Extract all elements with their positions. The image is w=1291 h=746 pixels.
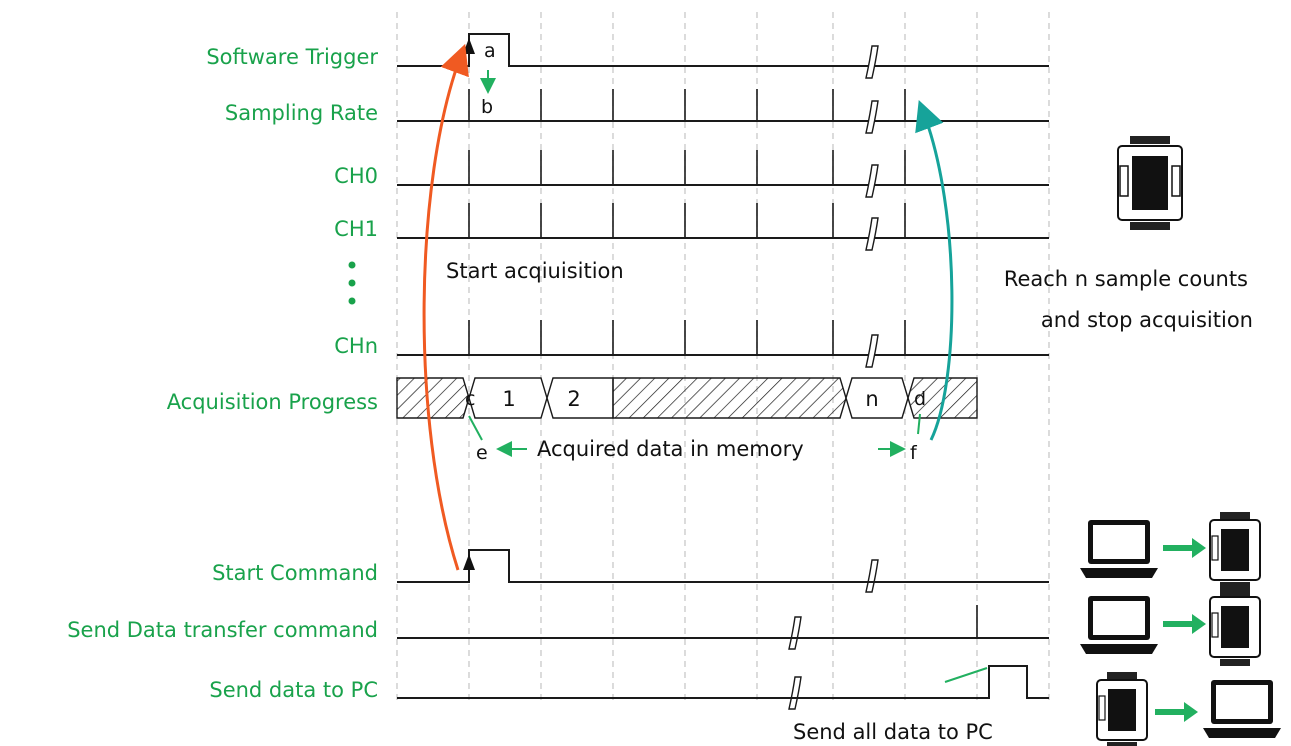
start-edge-arrow-icon — [463, 554, 475, 570]
acquired-data-text: Acquired data in memory — [537, 437, 804, 461]
reach-text-line1: Reach n sample counts — [1004, 267, 1248, 291]
laptop-icon — [1203, 680, 1281, 738]
c-to-e-pointer — [468, 415, 483, 441]
orange-trigger-arrow-icon — [422, 43, 469, 571]
device-icon — [1117, 136, 1183, 230]
acquisition-progress-bus: 1 2 n — [396, 377, 978, 419]
segment-n: n — [865, 387, 878, 411]
label-send-transfer-command: Send Data transfer command — [67, 618, 378, 642]
reach-text-line2: and stop acquisition — [1041, 308, 1253, 332]
pc-to-device-row-2 — [1080, 589, 1261, 666]
signal-labels: Software Trigger Sampling Rate CH0 CH1 C… — [67, 45, 378, 702]
device-icon — [1096, 672, 1148, 746]
start-acquisition-text: Start acqiuisition — [446, 259, 624, 283]
marker-e: e — [476, 442, 488, 464]
marker-d: d — [914, 388, 926, 410]
label-send-data-to-pc: Send data to PC — [209, 678, 378, 702]
device-to-pc-row-3 — [1096, 672, 1281, 746]
send-all-text: Send all data to PC — [793, 720, 993, 744]
green-arrows — [468, 70, 988, 683]
ch1-wave — [397, 203, 1049, 239]
send-data-to-pc-wave — [397, 665, 1049, 699]
segment-1: 1 — [502, 387, 515, 411]
ellipsis-dots — [348, 261, 356, 305]
label-acquisition-progress: Acquisition Progress — [167, 390, 378, 414]
label-ch0: CH0 — [334, 164, 378, 188]
label-software-trigger: Software Trigger — [206, 45, 378, 69]
send-transfer-command-wave — [397, 605, 1049, 639]
time-break-marks-upper — [788, 45, 879, 710]
segment-2: 2 — [567, 387, 580, 411]
teal-stop-arrow-icon — [915, 99, 954, 441]
label-start-command: Start Command — [212, 561, 378, 585]
laptop-icon — [1080, 520, 1158, 578]
marker-b: b — [481, 96, 493, 118]
laptop-icon — [1080, 596, 1158, 654]
send-all-pointer — [944, 667, 988, 683]
annotations: Start acqiuisition Reach n sample counts… — [446, 259, 1253, 744]
label-ch1: CH1 — [334, 217, 378, 241]
label-sampling-rate: Sampling Rate — [225, 101, 378, 125]
trigger-edge-arrow-icon — [463, 38, 475, 54]
device-icon — [1209, 589, 1261, 666]
ch0-wave — [397, 150, 1049, 186]
markers: a b c d e f — [465, 40, 926, 464]
start-command-wave — [397, 549, 1049, 583]
pc-to-device-row-1 — [1080, 512, 1261, 589]
d-to-f-pointer — [917, 413, 921, 435]
marker-c: c — [465, 388, 475, 410]
sampling-rate-wave — [397, 89, 1049, 122]
chn-wave — [397, 320, 1049, 356]
device-icon — [1209, 512, 1261, 589]
marker-a: a — [484, 40, 496, 62]
label-chn: CHn — [334, 334, 378, 358]
marker-f: f — [910, 442, 918, 464]
